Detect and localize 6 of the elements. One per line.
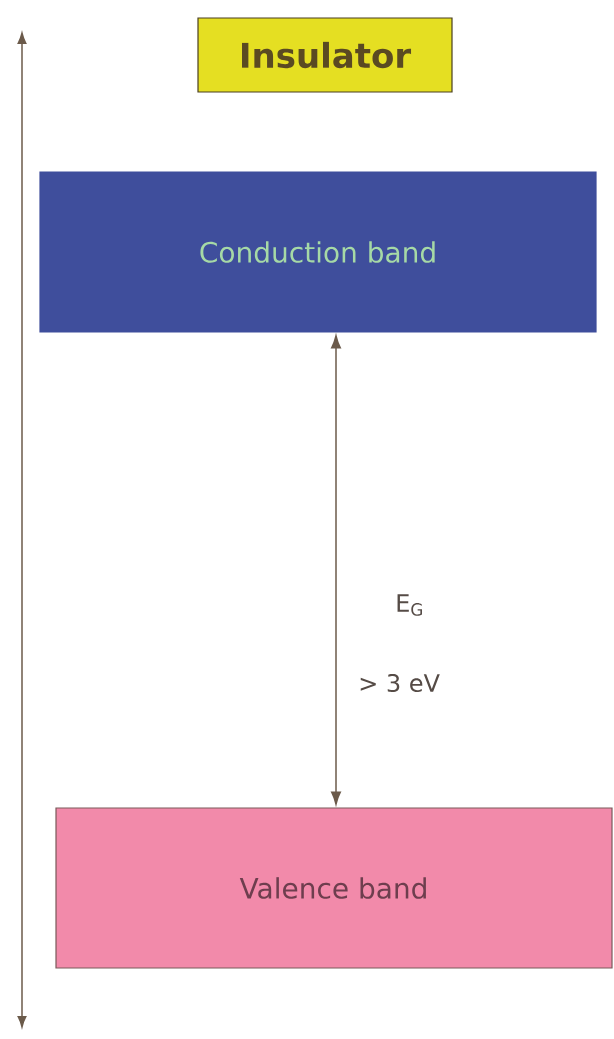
title-box: Insulator [197,17,453,93]
energy-label: > 3 eV [360,673,440,693]
arrow [331,335,341,805]
energy-label: E$_{G}$ [397,594,422,616]
band-box: Conduction band [39,171,597,333]
band-box: Valence band [55,807,613,969]
